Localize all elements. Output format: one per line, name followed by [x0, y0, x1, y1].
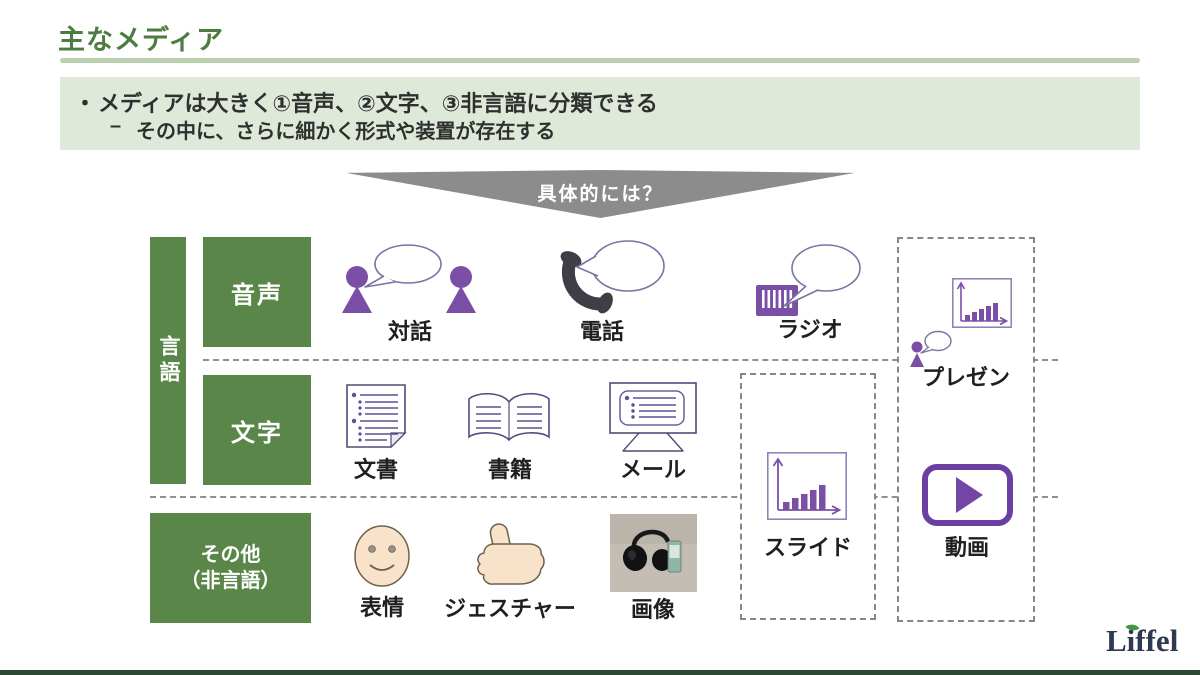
video-play-icon: [922, 464, 1013, 526]
bullet-marker: ・: [74, 91, 97, 116]
label-slide: スライド: [763, 535, 852, 560]
label-document: 文書: [353, 457, 398, 482]
down-arrow-banner: 具体的には？: [346, 170, 855, 218]
row-header-text: 文字: [203, 375, 311, 485]
row-header-other: その他 （非言語）: [150, 513, 311, 623]
label-image: 画像: [630, 597, 675, 622]
label-video: 動画: [944, 535, 989, 560]
callout-line-2: – その中に、さらに細かく形式や装置が存在する: [110, 115, 555, 144]
label-dialog: 対話: [387, 319, 432, 344]
language-group-bar: 言語: [150, 237, 186, 484]
phone-icon: [560, 240, 665, 314]
image-photo: [610, 514, 697, 592]
row-header-other-line2: （非言語）: [180, 570, 281, 592]
label-book: 書籍: [487, 457, 532, 482]
row-header-audio: 音声: [203, 237, 311, 347]
play-triangle-icon: [956, 477, 983, 513]
footer-bar: [0, 670, 1200, 675]
logo-text: Liffel: [1106, 623, 1179, 658]
email-monitor-icon: [609, 382, 697, 452]
document-icon: [346, 384, 407, 449]
row-divider-1: [203, 359, 1058, 361]
face-icon: [354, 525, 410, 587]
book-icon: [468, 392, 550, 442]
summary-callout: ・ メディアは大きく①音声、②文字、③非言語に分類できる – その中に、さらに細…: [60, 77, 1140, 150]
presentation-chart-icon: [952, 278, 1012, 328]
label-radio: ラジオ: [777, 317, 843, 342]
label-presentation: プレゼン: [921, 365, 1010, 390]
liffel-logo: Liffel: [1106, 620, 1200, 665]
row-divider-2: [150, 496, 1058, 498]
title-underline: [60, 58, 1140, 63]
page-title: 主なメディア: [58, 25, 225, 55]
callout-line-1: ・ メディアは大きく①音声、②文字、③非言語に分類できる: [74, 86, 658, 118]
label-gesture: ジェスチャー: [444, 596, 576, 621]
callout-line-1-text: メディアは大きく①音声、②文字、③非言語に分類できる: [98, 91, 658, 116]
arrow-label: 具体的には？: [537, 184, 664, 205]
presenter-person-icon: [910, 330, 952, 367]
row-header-other-line1: その他: [200, 544, 261, 566]
label-face: 表情: [359, 595, 404, 620]
radio-icon: [756, 244, 861, 316]
dialog-icon: [342, 244, 476, 313]
callout-line-2-text: その中に、さらに細かく形式や装置が存在する: [136, 121, 556, 143]
label-email: メール: [619, 457, 686, 482]
label-phone: 電話: [579, 319, 624, 344]
thumbs-up-icon: [477, 523, 545, 585]
slide-chart-icon: [767, 452, 847, 520]
dash-marker: –: [110, 115, 122, 137]
